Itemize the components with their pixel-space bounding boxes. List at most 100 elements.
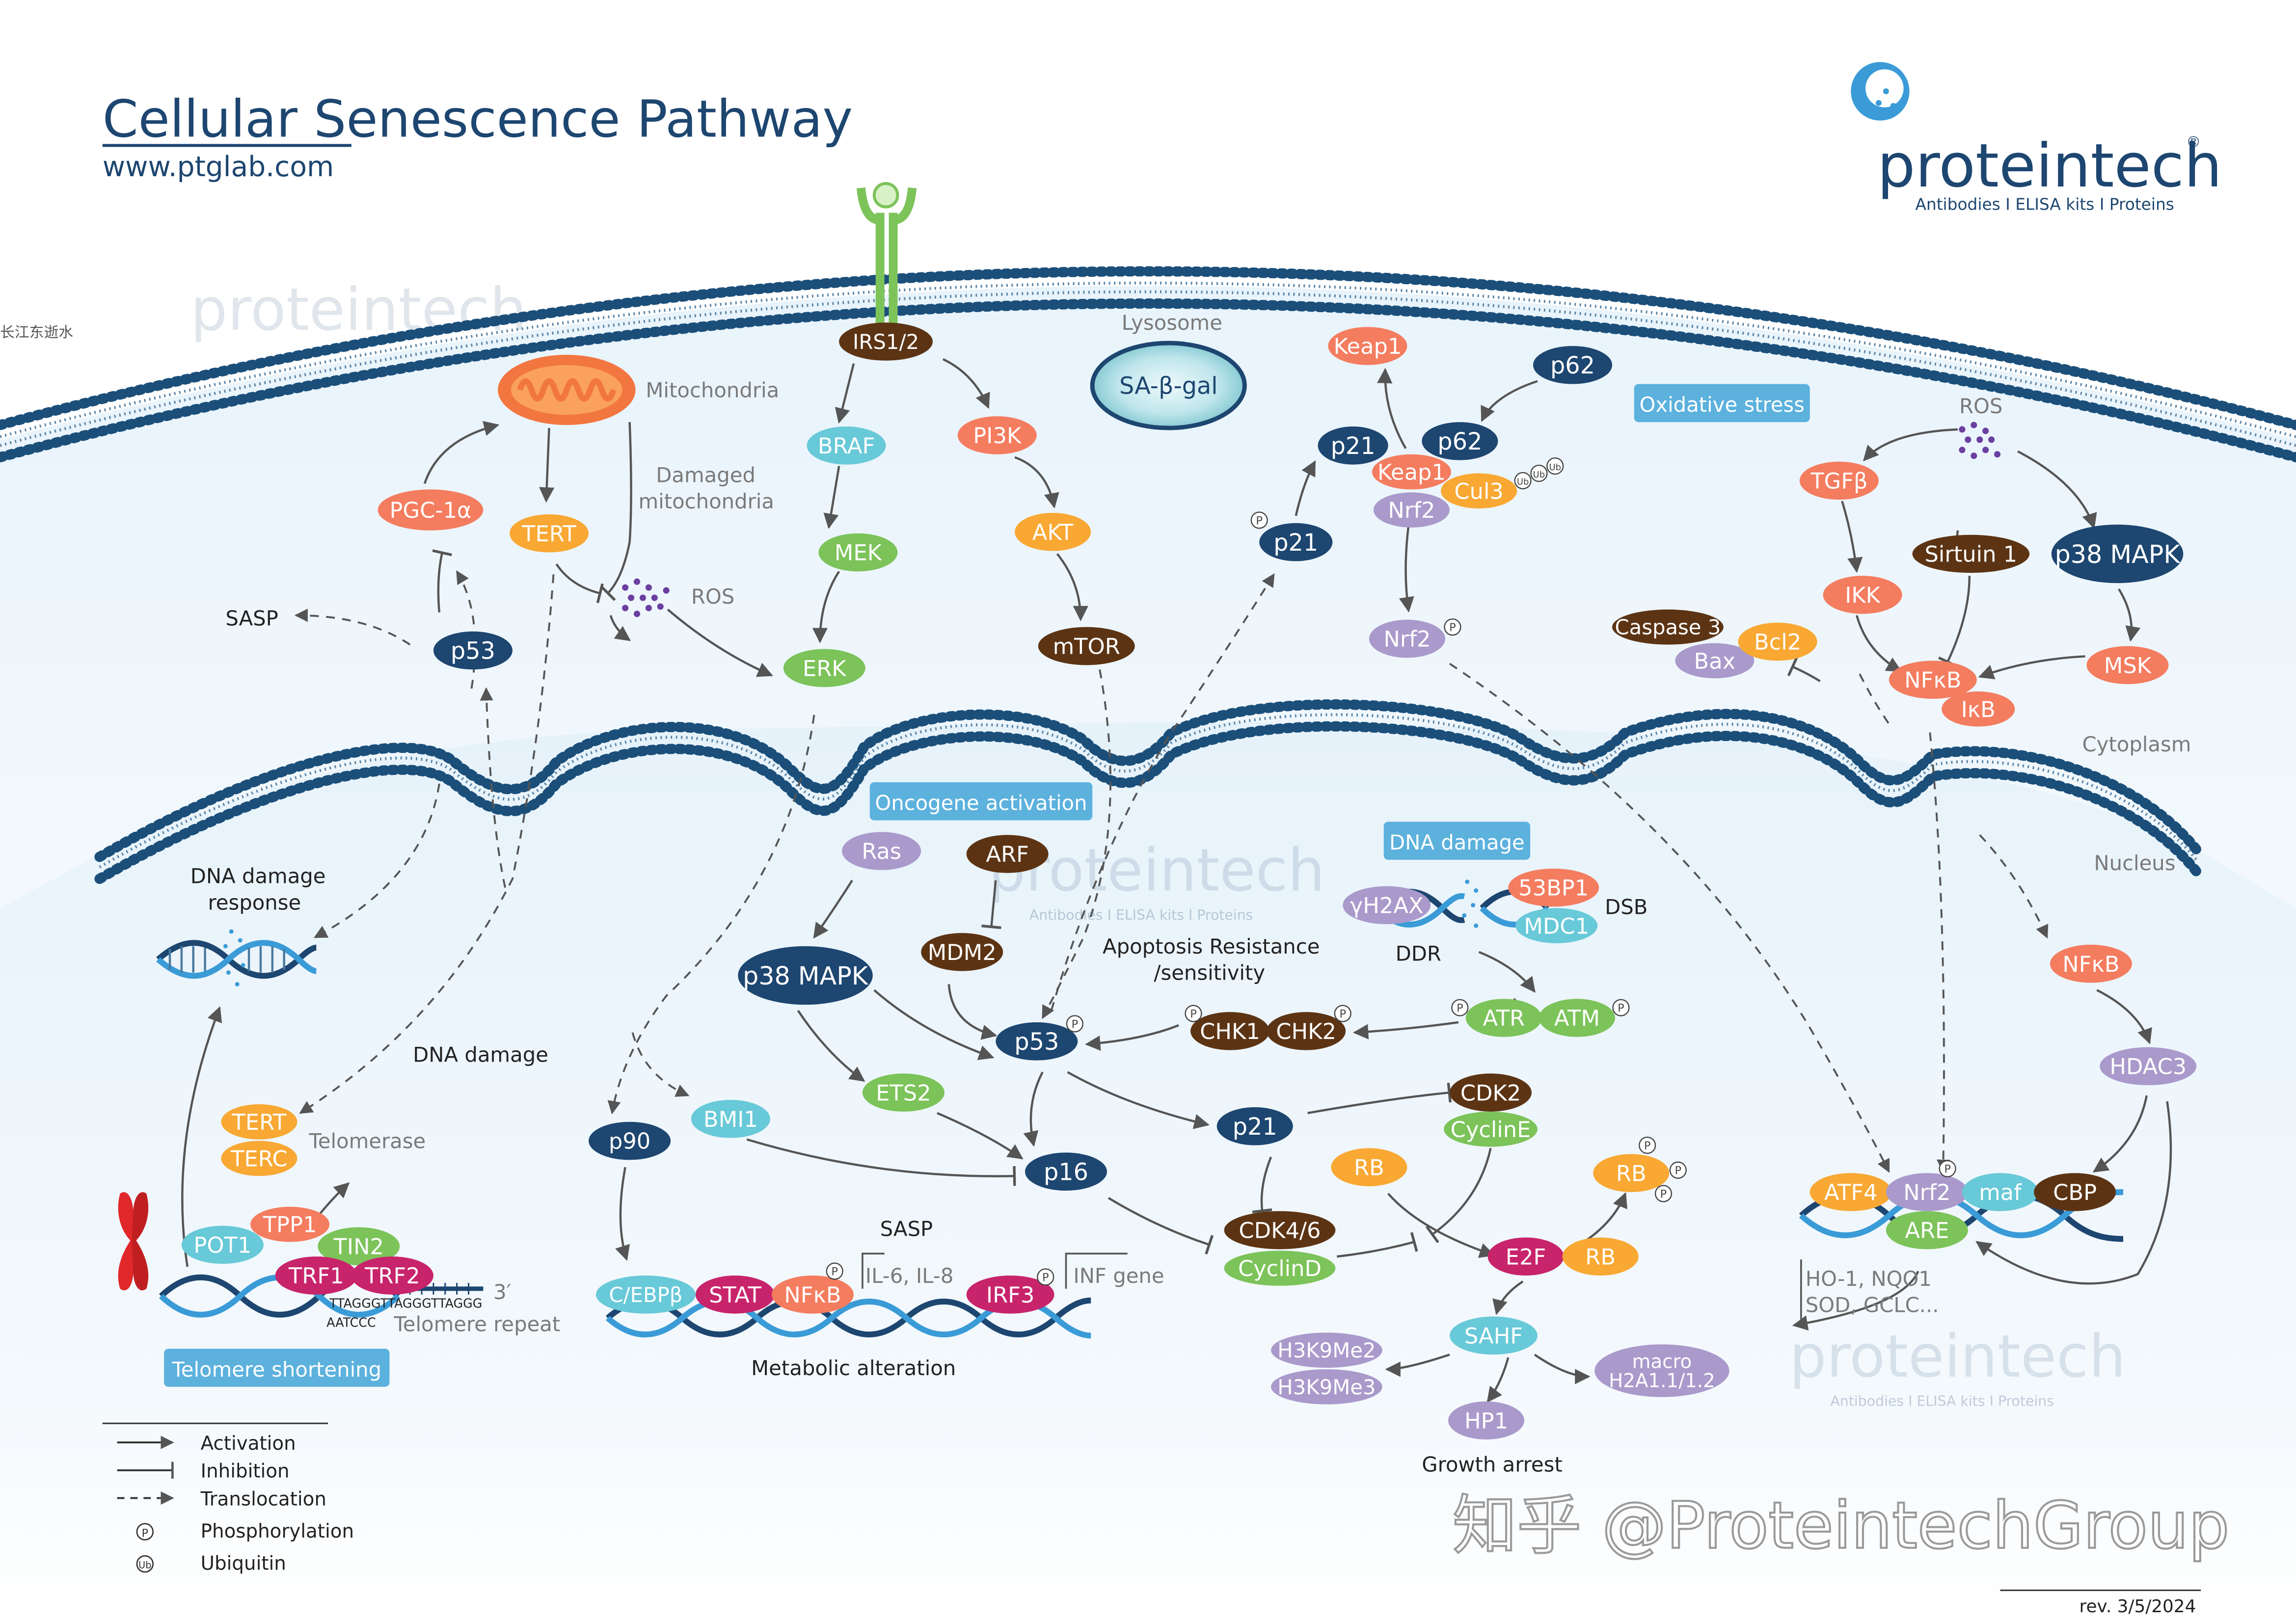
node-braf: BRAF <box>807 426 886 465</box>
svg-text:ERK: ERK <box>803 655 847 681</box>
growth-arrest-label: Growth arrest <box>1422 1453 1562 1477</box>
svg-text:IκB: IκB <box>1961 696 1996 722</box>
node-bax: Bax <box>1675 643 1755 679</box>
svg-text:Keap1: Keap1 <box>1378 459 1446 485</box>
node-bp1: 53BP1 <box>1508 868 1599 907</box>
node-h3k9me2: H3K9Me2 <box>1271 1332 1382 1368</box>
svg-text:Antibodies I ELISA kits I: Antibodies I ELISA kits I Proteins <box>1029 907 1253 923</box>
node-stat: STAT <box>695 1276 775 1314</box>
node-nfkb-dna: NFκB <box>771 1276 854 1314</box>
node-mdm2: MDM2 <box>921 933 1003 971</box>
node-maf: maf <box>1962 1173 2039 1211</box>
dna-damage-label: DNA damage <box>413 1043 548 1067</box>
svg-text:p16: p16 <box>1044 1159 1088 1186</box>
node-cul3: Cul3 <box>1441 473 1517 509</box>
node-erk: ERK <box>783 649 865 687</box>
svg-text:P: P <box>1256 514 1262 527</box>
nuclear-membrane <box>94 699 2202 884</box>
node-cebpb: C/EBPβ <box>595 1276 696 1314</box>
node-pi3k: PI3K <box>957 416 1037 454</box>
node-p62-top: p62 <box>1533 346 1613 384</box>
node-p53-cyto: p53 <box>433 631 513 670</box>
proteintech-logo: proteintech ® Antibodies I ELISA kits I … <box>1851 62 2222 214</box>
svg-text:SAHF: SAHF <box>1464 1323 1523 1349</box>
node-akt: AKT <box>1015 513 1091 551</box>
node-p53-nuc: p53 <box>996 1022 1078 1061</box>
svg-text:TGFβ: TGFβ <box>1810 468 1867 494</box>
svg-text:p21: p21 <box>1233 1114 1277 1141</box>
svg-text:MDM2: MDM2 <box>928 939 997 965</box>
chromosome-icon <box>118 1192 149 1291</box>
svg-text:NFκB: NFκB <box>1904 667 1961 693</box>
legend-phosphorylation: Phosphorylation <box>201 1520 354 1543</box>
banner-telomere-shortening: Telomere shortening <box>164 1349 390 1387</box>
svg-text:Nrf2: Nrf2 <box>1903 1179 1950 1205</box>
nucleus-label: Nucleus <box>2094 851 2175 875</box>
node-chk2: CHK2 <box>1267 1012 1346 1050</box>
phosphorylation-mark: P <box>1612 999 1630 1016</box>
node-hp1: HP1 <box>1448 1401 1525 1440</box>
ros-particles-right <box>1959 422 2001 459</box>
dna-helix-ddr <box>156 929 317 986</box>
node-nfkb-nuc: NFκB <box>2050 944 2132 983</box>
telomere-repeat-label: Telomere repeat <box>393 1312 560 1336</box>
svg-text:ARF: ARF <box>986 841 1028 867</box>
ddr-label: DDR <box>1396 942 1441 966</box>
svg-text:Sirtuin 1: Sirtuin 1 <box>1925 541 2018 567</box>
svg-text:RB: RB <box>1585 1244 1616 1270</box>
svg-text:PI3K: PI3K <box>973 423 1022 449</box>
node-rb-e2f: RB <box>1562 1237 1639 1276</box>
brand-name: proteintech <box>1877 131 2222 201</box>
svg-text:p38 MAPK: p38 MAPK <box>2055 540 2181 569</box>
svg-text:proteintech: proteintech <box>1789 1323 2126 1391</box>
node-p21-nuc: p21 <box>1216 1107 1293 1145</box>
cytoplasm-label: Cytoplasm <box>2082 732 2191 756</box>
website-url[interactable]: www.ptglab.com <box>103 151 334 183</box>
gene-brackets <box>862 1252 1802 1326</box>
svg-text:NFκB: NFκB <box>2062 951 2119 977</box>
ros-label-right: ROS <box>1959 394 2002 418</box>
damaged-mitochondria-label-1: Damaged <box>656 463 756 487</box>
svg-text:IKK: IKK <box>1845 582 1881 608</box>
phosphorylation-mark: P <box>1037 1268 1054 1286</box>
svg-text:Caspase 3: Caspase 3 <box>1615 615 1721 639</box>
legend-ubiquitin: Ubiquitin <box>201 1553 286 1575</box>
node-nrf2-nuc: Nrf2 <box>1886 1173 1968 1211</box>
svg-text:TERT: TERT <box>521 521 576 547</box>
svg-text:P: P <box>1675 1165 1681 1177</box>
ubiquitin-mark: Ub <box>1514 472 1532 489</box>
node-keap1-mid: Keap1 <box>1372 454 1451 490</box>
node-irf3: IRF3 <box>966 1276 1054 1314</box>
svg-text:STAT: STAT <box>709 1282 761 1308</box>
node-pot1: POT1 <box>181 1225 264 1264</box>
phosphorylation-mark: P <box>1654 1185 1673 1202</box>
node-bmi1: BMI1 <box>691 1100 770 1138</box>
svg-text:HP1: HP1 <box>1464 1408 1508 1434</box>
svg-text:P: P <box>1042 1271 1049 1284</box>
svg-text:H3K9Me2: H3K9Me2 <box>1277 1338 1376 1362</box>
svg-text:P: P <box>1457 1002 1463 1015</box>
svg-text:Ub: Ub <box>1533 470 1545 480</box>
node-ikb: IκB <box>1942 691 2015 727</box>
background-watermark: proteintech proteintech proteintech <box>190 276 2126 1391</box>
svg-text:maf: maf <box>1979 1179 2022 1205</box>
svg-text:p21: p21 <box>1331 433 1376 460</box>
node-are: ARE <box>1886 1211 1968 1250</box>
svg-text:TRF1: TRF1 <box>288 1263 344 1289</box>
banner-dna-damage: DNA damage <box>1383 822 1531 860</box>
node-pgc: PGC-1α <box>378 489 484 531</box>
svg-text:Cul3: Cul3 <box>1454 478 1503 504</box>
telomerase-label: Telomerase <box>308 1129 426 1153</box>
node-tin2: TIN2 <box>318 1227 400 1266</box>
nucleus <box>0 722 2296 1623</box>
node-msk: MSK <box>2086 646 2169 684</box>
phosphorylation-mark: P <box>1334 1005 1351 1022</box>
node-arf: ARF <box>966 835 1049 873</box>
node-nrf2-p: Nrf2 <box>1369 619 1446 658</box>
sasp-left-label: SASP <box>225 607 278 631</box>
revision-date: rev. 3/5/2024 <box>2080 1596 2196 1617</box>
svg-text:Nrf2: Nrf2 <box>1383 626 1431 652</box>
node-trf2: TRF2 <box>351 1256 433 1295</box>
node-p62-mid: p62 <box>1422 422 1498 460</box>
node-mdc1: MDC1 <box>1515 908 1598 943</box>
